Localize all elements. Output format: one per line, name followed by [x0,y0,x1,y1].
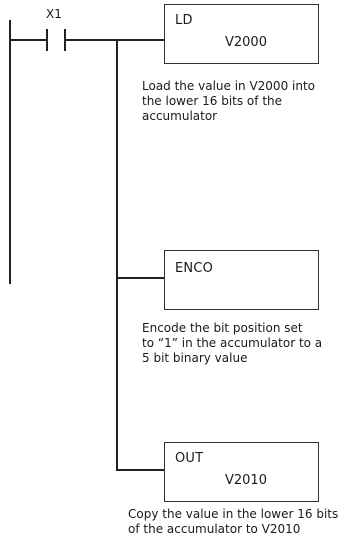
enco-instruction-box: ENCO [164,250,319,310]
enco-mnemonic: ENCO [175,261,214,276]
out-description-line: of the accumulator to V2010 [128,522,301,536]
branch-wire-enco [116,277,164,279]
ld-description-line: the lower 16 bits of the [142,94,283,108]
contact-left-plate [46,29,48,51]
ld-instruction-box: LD V2000 [164,4,319,64]
branch-bus [116,39,118,470]
ld-description: Load the value in V2000 into the lower 1… [142,79,315,124]
out-description: Copy the value in the lower 16 bits of t… [128,507,338,537]
ld-operand: V2000 [225,35,267,50]
enco-description-line: 5 bit binary value [142,351,248,365]
ld-description-line: Load the value in V2000 into [142,79,316,93]
enco-description-line: to “1” in the accumulator to a [142,336,323,350]
out-description-line: Copy the value in the lower 16 bits [128,507,339,521]
out-mnemonic: OUT [175,451,204,466]
enco-description-line: Encode the bit position set [142,321,303,335]
left-power-rail [9,20,11,284]
rung-wire-right [66,39,164,41]
rung-wire-left [10,39,46,41]
ld-description-line: accumulator [142,109,218,123]
contact-right-plate [64,29,66,51]
contact-label: X1 [46,7,62,21]
out-instruction-box: OUT V2010 [164,442,319,502]
out-operand: V2010 [225,473,267,488]
branch-wire-out [116,469,164,471]
branch-wire-ld [116,39,164,41]
ld-mnemonic: LD [175,13,193,28]
enco-description: Encode the bit position set to “1” in th… [142,321,322,366]
